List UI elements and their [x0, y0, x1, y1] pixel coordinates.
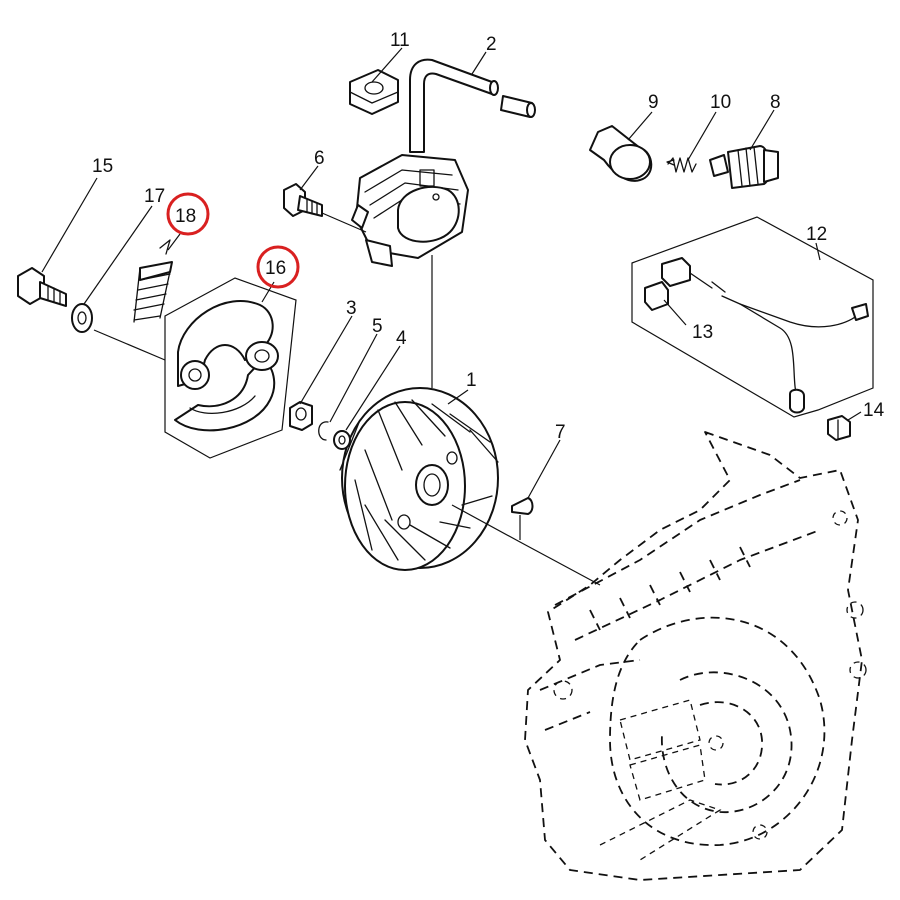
- callout-9: 9: [648, 92, 659, 113]
- callout-10: 10: [710, 92, 731, 113]
- assembly-lines: [41, 47, 862, 586]
- highlight-circle-16: [256, 245, 300, 289]
- ht-lead: [409, 58, 499, 153]
- highlight-circle-18: [166, 192, 210, 236]
- callout-11: 11: [390, 30, 410, 51]
- cap-spring: [666, 157, 697, 173]
- callout-labels: 1 2 3 4 5 6 7 8 9 10 11 12 13 14 15 16 1…: [92, 30, 885, 443]
- clutch-washer: [71, 303, 93, 333]
- clutch-nut: [289, 401, 313, 431]
- callout-7: 7: [555, 422, 566, 443]
- callout-12: 12: [806, 224, 827, 245]
- callout-16: 16: [265, 258, 286, 279]
- callout-4: 4: [396, 328, 407, 349]
- callout-13: 13: [692, 322, 713, 343]
- callout-15: 15: [92, 156, 113, 177]
- clutch-box: [164, 277, 297, 459]
- flywheel: [339, 387, 499, 571]
- flat-washer: [333, 430, 351, 450]
- plug-cap: [589, 125, 653, 182]
- crankcase-outline: [524, 431, 867, 881]
- ignition-coil: [351, 154, 469, 267]
- callout-1: 1: [466, 370, 477, 391]
- clutch-spring: [133, 239, 173, 323]
- woodruff-key: [511, 497, 534, 515]
- callout-17: 17: [144, 186, 165, 207]
- callout-18: 18: [175, 206, 196, 227]
- grommet: [349, 69, 399, 115]
- coil-bolt: [283, 183, 323, 217]
- lead-sleeve: [500, 95, 536, 118]
- callout-5: 5: [372, 316, 383, 337]
- spark-plug: [709, 145, 779, 189]
- harness-screw: [827, 415, 851, 441]
- callout-8: 8: [770, 92, 781, 113]
- callout-2: 2: [486, 34, 497, 55]
- clutch-bolt: [17, 267, 67, 307]
- callout-6: 6: [314, 148, 325, 169]
- wire-harness-kit: [631, 216, 874, 418]
- callout-3: 3: [346, 298, 357, 319]
- clutch-shoe: [174, 300, 279, 432]
- callout-14: 14: [863, 400, 885, 421]
- highlight-marks: [166, 192, 300, 289]
- snap-ring: [318, 421, 329, 441]
